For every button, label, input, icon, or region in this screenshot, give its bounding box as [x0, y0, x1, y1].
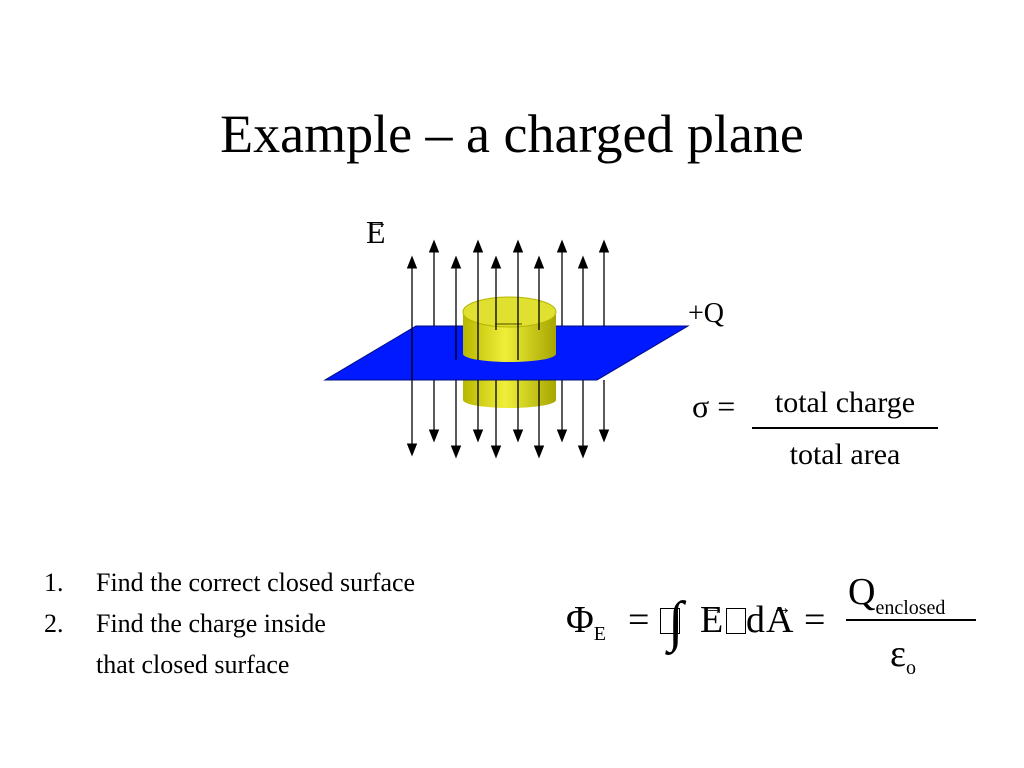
list-item: 1. Find the correct closed surface — [44, 562, 415, 603]
field-vector-label: E → — [366, 211, 388, 250]
field-lines-up — [406, 239, 610, 380]
placeholder-box-icon — [660, 608, 680, 634]
e-letter: E — [700, 599, 724, 641]
vector-arrow-icon: → — [368, 211, 388, 233]
field-lines-through-cylinder — [472, 239, 545, 360]
step-text: Find the correct closed surface — [96, 568, 416, 597]
e-letter: E — [366, 214, 386, 250]
step-text: Find the charge inside — [96, 609, 326, 638]
q-letter: Q — [848, 571, 876, 613]
list-item: 2. Find the charge inside — [44, 603, 415, 644]
phi-letter: Φ — [566, 599, 594, 641]
step-text: that closed surface — [96, 650, 290, 679]
equals-sign: = — [804, 599, 826, 641]
equals-sign: = — [628, 599, 650, 641]
step-number: 2. — [44, 609, 64, 638]
placeholder-box-icon — [726, 608, 746, 634]
gaussian-cylinder-bottom — [463, 378, 556, 408]
phi-subscript: E — [593, 623, 606, 645]
gaussian-cylinder-top — [462, 296, 557, 362]
vector-arrow-icon: → — [704, 597, 724, 619]
charge-label: +Q — [688, 298, 725, 329]
vector-arrow-icon: → — [772, 597, 792, 619]
list-item: that closed surface — [44, 644, 415, 685]
a-letter: A — [766, 599, 794, 641]
integral-icon: ∫ — [668, 591, 684, 653]
epsilon-subscript: o — [905, 657, 916, 679]
q-enclosed: Qenclosed — [848, 570, 945, 620]
e-vector: E → — [700, 597, 724, 641]
sigma-symbol: σ = — [692, 388, 736, 424]
field-lines-down — [406, 380, 610, 459]
a-vector: A → — [766, 597, 794, 641]
epsilon-letter: ε — [890, 633, 906, 675]
d-letter: d — [746, 599, 765, 641]
charged-plane — [323, 325, 690, 381]
sigma-numerator: total charge — [774, 386, 916, 419]
q-subscript: enclosed — [875, 597, 946, 619]
epsilon-naught: εo — [890, 632, 916, 682]
sigma-denominator: total area — [789, 438, 901, 471]
flux-symbol: ΦE — [566, 598, 606, 648]
slide-title: Example – a charged plane — [220, 104, 804, 164]
steps-list: 1. Find the correct closed surface 2. Fi… — [44, 562, 415, 685]
step-number: 1. — [44, 568, 64, 597]
